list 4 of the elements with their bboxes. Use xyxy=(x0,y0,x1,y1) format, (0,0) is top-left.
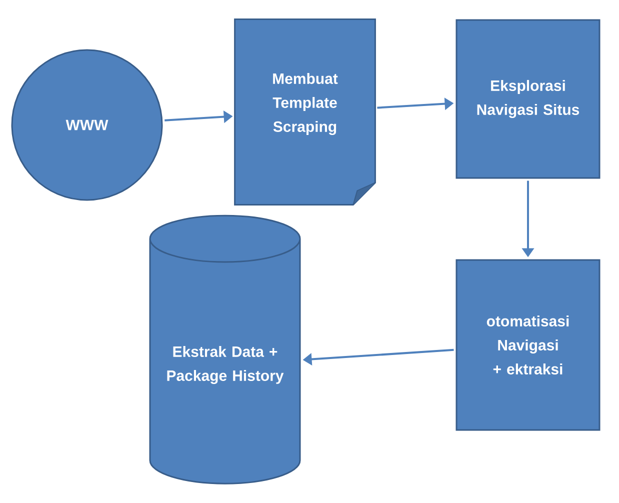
process-box: otomatisasi Navigasi + ektraksi xyxy=(456,259,600,431)
database-cylinder: Ekstrak Data + Package History xyxy=(149,214,301,484)
process-box: Eksplorasi Navigasi Situs xyxy=(456,19,600,179)
document-box: Membuat Template Scraping xyxy=(234,18,376,206)
